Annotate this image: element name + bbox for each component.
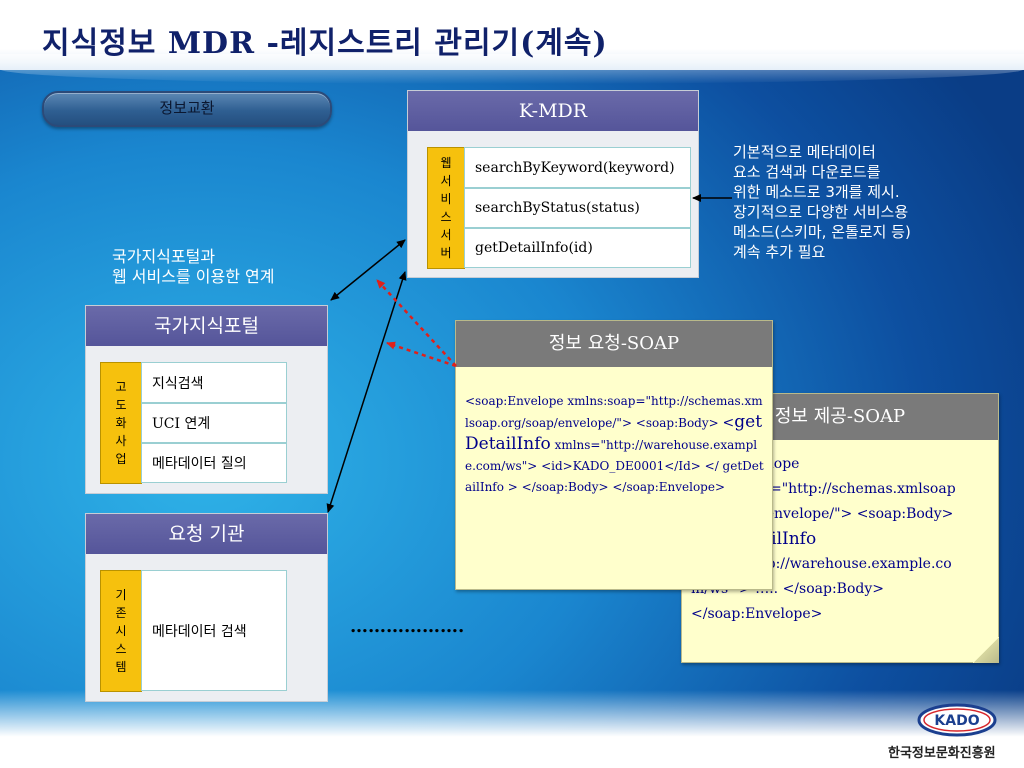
slide-title: 지식정보 MDR -레지스트리 관리기(계속) [42, 26, 608, 61]
xml-line: tp://warehouse.example.co [761, 556, 952, 572]
arrow-portal-kmdr [330, 239, 406, 301]
arrow-agency-kmdr [326, 271, 407, 513]
side-char: 기 [115, 588, 127, 602]
title-band [0, 0, 1024, 84]
soap-request-header: 정보 요청-SOAP [456, 321, 772, 367]
side-char: 서 [440, 174, 452, 188]
note-line: 메소드(스키마, 온톨로지 등) [733, 223, 911, 241]
xml-line: <soap:Envelope xmlns:soap="http://schema… [465, 394, 763, 430]
agency-panel: 요청 기관 기 존 시 스 템 메타데이터 검색 [85, 513, 328, 702]
exchange-pill: 정보교환 [42, 91, 332, 127]
logo-text: KADO [934, 713, 979, 729]
soap-response-body: elope p="http://schemas.xmlsoap /envelop… [691, 452, 990, 627]
portal-link-note: 국가지식포털과 웹 서비스를 이용한 연계 [112, 247, 274, 287]
note-line: 국가지식포털과 [112, 247, 216, 266]
method-search-by-keyword: searchByKeyword(keyword) [464, 147, 691, 188]
kmdr-panel: K-MDR 웹 서 비 스 서 버 searchByKeyword(keywor… [407, 90, 699, 278]
xml-line: </soap:Envelope> [691, 606, 823, 622]
kado-logo: KADO [917, 703, 997, 737]
xml-lead: < [722, 415, 735, 431]
note-line: 기본적으로 메타데이터 [733, 143, 876, 161]
soap-request-title: 정보 요청-SOAP [548, 333, 680, 354]
method-search-by-status: searchByStatus(status) [464, 188, 691, 228]
portal-item-metadata-query: 메타데이터 질의 [141, 443, 287, 483]
note-line: 요소 검색과 다운로드를 [733, 163, 881, 181]
side-char: 버 [440, 246, 452, 260]
kmdr-header: K-MDR [408, 91, 698, 131]
xml-line: /envelope/"> <soap:Body> [761, 506, 954, 522]
portal-item-knowledge-search: 지식검색 [141, 362, 287, 403]
portal-header: 국가지식포털 [86, 306, 327, 346]
kmdr-note: 기본적으로 메타데이터 요소 검색과 다운로드를 위한 메소드로 3개를 제시.… [733, 142, 911, 262]
side-char: 업 [115, 452, 127, 466]
side-char: 고 [115, 380, 127, 394]
portal-panel: 국가지식포털 고 도 화 사 업 지식검색 UCI 연계 메타데이터 질의 [85, 305, 328, 494]
side-char: 시 [115, 624, 127, 638]
soap-request-body: <soap:Envelope xmlns:soap="http://schema… [465, 391, 764, 498]
soap-response-title: 정보 제공-SOAP [774, 406, 906, 427]
xml-method: getDetailInfo [465, 412, 763, 454]
note-line: 장기적으로 다양한 서비스용 [733, 203, 909, 221]
side-char: 사 [115, 434, 127, 448]
arrow-soap-to-kmdr [376, 279, 457, 367]
ellipsis: ………………. [350, 616, 465, 637]
side-char: 스 [115, 642, 127, 656]
legacy-system-label: 기 존 시 스 템 [100, 570, 142, 692]
side-char: 서 [440, 228, 452, 242]
side-char: 존 [115, 606, 127, 620]
agency-header: 요청 기관 [86, 514, 327, 554]
soap-request-note: 정보 요청-SOAP <soap:Envelope xmlns:soap="ht… [455, 320, 773, 590]
note-line: 계속 추가 필요 [733, 243, 826, 261]
arrow-soap-to-portal [386, 341, 457, 368]
note-line: 위한 메소드로 3개를 제시. [733, 183, 900, 201]
side-char: 화 [115, 416, 127, 430]
page-curl [973, 637, 999, 663]
side-char: 스 [440, 210, 452, 224]
method-get-detail-info: getDetailInfo(id) [464, 228, 691, 268]
footer-band [0, 690, 1024, 768]
xml-line: xmlns="http://warehouse.example.com/ws">… [465, 438, 764, 494]
side-char: 비 [440, 192, 452, 206]
note-line: 웹 서비스를 이용한 연계 [112, 267, 275, 286]
side-char: 도 [115, 398, 127, 412]
side-char: 웹 [440, 156, 452, 170]
xml-method: ailInfo [761, 529, 817, 549]
organization-name: 한국정보문화진흥원 [888, 746, 996, 761]
agency-item-metadata-search: 메타데이터 검색 [141, 570, 287, 691]
portal-item-uci-link: UCI 연계 [141, 403, 287, 443]
xml-line: p="http://schemas.xmlsoap [761, 481, 956, 497]
side-char: 템 [115, 660, 127, 674]
